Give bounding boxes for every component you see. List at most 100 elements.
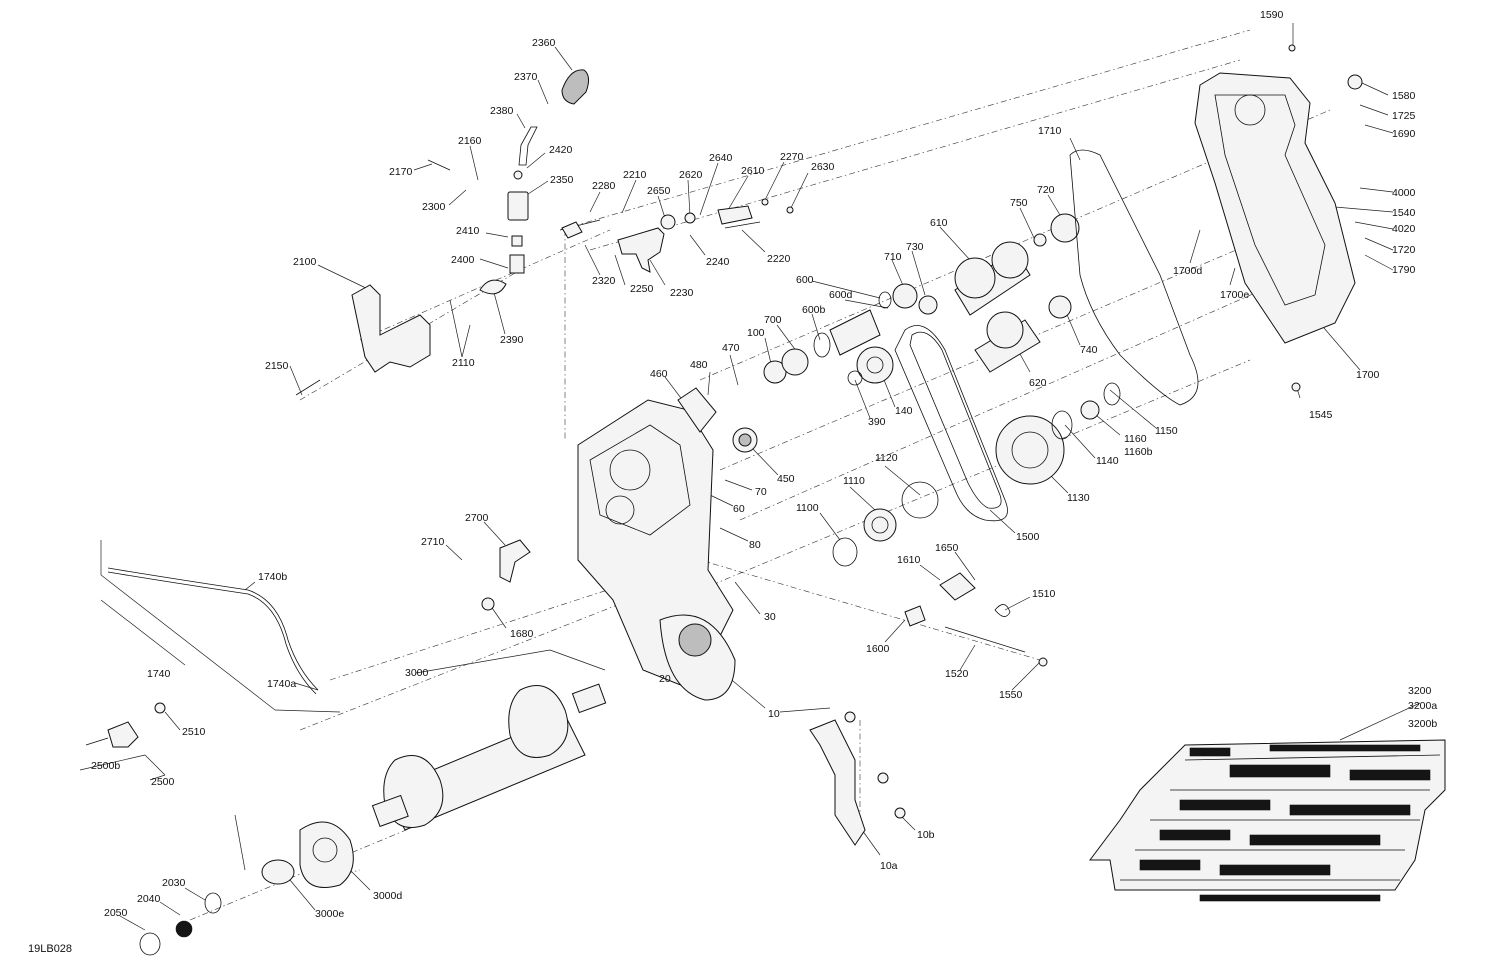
- part-label: 2400: [451, 254, 475, 266]
- part-label: 750: [1010, 197, 1028, 209]
- part-label: 1580: [1392, 90, 1416, 102]
- part-label: 610: [930, 217, 948, 229]
- right-cover: [1069, 44, 1363, 406]
- part-label: 1680: [510, 628, 534, 640]
- part-label: 3000: [405, 667, 429, 679]
- part-label: 1130: [1067, 492, 1090, 504]
- part-label: 2610: [741, 165, 765, 177]
- part-label: 1600: [866, 643, 890, 655]
- part-label: 1700e: [1220, 289, 1249, 301]
- part-label: 2040: [137, 893, 161, 905]
- part-label: 2350: [550, 174, 574, 186]
- part-label: 600: [796, 274, 814, 286]
- part-label: 1550: [999, 689, 1023, 701]
- part-label: 30: [764, 611, 776, 623]
- part-label: 2220: [767, 253, 791, 265]
- part-label: 2630: [811, 161, 835, 173]
- part-label: 470: [722, 342, 740, 354]
- part-label: 2230: [670, 287, 694, 299]
- part-label: 70: [755, 486, 767, 498]
- part-label: 1590: [1260, 9, 1284, 21]
- drive-axle-assembly: [85, 683, 607, 956]
- part-label: 2170: [389, 166, 413, 178]
- part-label: 390: [868, 416, 886, 428]
- part-label: 2250: [630, 283, 654, 295]
- part-label: 1100: [796, 502, 819, 514]
- part-label: 2100: [293, 256, 317, 268]
- part-label: 2710: [421, 536, 445, 548]
- track-assembly: [1089, 739, 1446, 902]
- shifter-assembly: [295, 69, 601, 396]
- part-label: 2510: [182, 726, 206, 738]
- part-label: 10a: [880, 860, 898, 872]
- part-label: 2370: [514, 71, 538, 83]
- part-label: 100: [747, 327, 765, 339]
- part-label: 4020: [1392, 223, 1416, 235]
- part-label: 1690: [1392, 128, 1416, 140]
- part-label: 3000e: [315, 908, 344, 920]
- part-label: 3000d: [373, 890, 402, 902]
- part-label: 2420: [549, 144, 573, 156]
- part-label: 20: [659, 673, 671, 685]
- part-label: 1160: [1124, 433, 1147, 445]
- part-label: 2110: [452, 357, 475, 369]
- part-label: 2700: [465, 512, 489, 524]
- part-label: 1720: [1392, 244, 1416, 256]
- part-label: 3200: [1408, 685, 1432, 697]
- part-label: 1740b: [258, 571, 287, 583]
- part-label: 1700d: [1173, 265, 1202, 277]
- part-label: 2150: [265, 360, 289, 372]
- drawing-code: 19LB028: [28, 943, 72, 955]
- part-label: 2360: [532, 37, 556, 49]
- part-label: 2160: [458, 135, 482, 147]
- part-label: 1725: [1392, 110, 1416, 122]
- part-label: 1110: [843, 475, 865, 487]
- part-label: 1140: [1096, 455, 1119, 467]
- part-label: 1700: [1356, 369, 1380, 381]
- part-label: 1740a: [267, 678, 296, 690]
- part-label: 700: [764, 314, 782, 326]
- part-label: 1790: [1392, 264, 1416, 276]
- part-label: 2050: [104, 907, 128, 919]
- part-label: 2320: [592, 275, 616, 287]
- part-label: 2270: [780, 151, 804, 163]
- part-label: 1120: [875, 452, 898, 464]
- part-label: 600d: [829, 289, 853, 301]
- part-label: 2640: [709, 152, 733, 164]
- part-label: 3200a: [1408, 700, 1437, 712]
- part-label: 740: [1080, 344, 1098, 356]
- part-label: 720: [1037, 184, 1055, 196]
- part-label: 1650: [935, 542, 959, 554]
- part-label: 2500: [151, 776, 175, 788]
- part-label: 3200b: [1408, 718, 1437, 730]
- part-label: 1540: [1392, 207, 1416, 219]
- part-label: 4000: [1392, 187, 1416, 199]
- part-label: 710: [884, 251, 902, 263]
- part-label: 450: [777, 473, 795, 485]
- part-label: 2380: [490, 105, 514, 117]
- part-label: 460: [650, 368, 668, 380]
- part-label: 480: [690, 359, 708, 371]
- part-label: 2210: [623, 169, 647, 181]
- part-label: 2280: [592, 180, 616, 192]
- part-label: 1740: [147, 668, 171, 680]
- part-label: 730: [906, 241, 924, 253]
- part-label: 2240: [706, 256, 730, 268]
- part-label: 1510: [1032, 588, 1056, 600]
- part-label: 80: [749, 539, 761, 551]
- lower-parts: [107, 539, 1048, 846]
- part-label: 1500: [1016, 531, 1040, 543]
- shift-fork-assembly: [617, 198, 794, 273]
- part-label: 620: [1029, 377, 1047, 389]
- part-label: 140: [895, 405, 913, 417]
- gearbox-housing: [577, 387, 736, 701]
- part-label: 10: [768, 708, 780, 720]
- part-label: 2390: [500, 334, 524, 346]
- part-label: 2030: [162, 877, 186, 889]
- part-label: 1160b: [1124, 446, 1153, 458]
- part-label: 600b: [802, 304, 826, 316]
- part-label: 2410: [456, 225, 480, 237]
- part-label: 1610: [897, 554, 921, 566]
